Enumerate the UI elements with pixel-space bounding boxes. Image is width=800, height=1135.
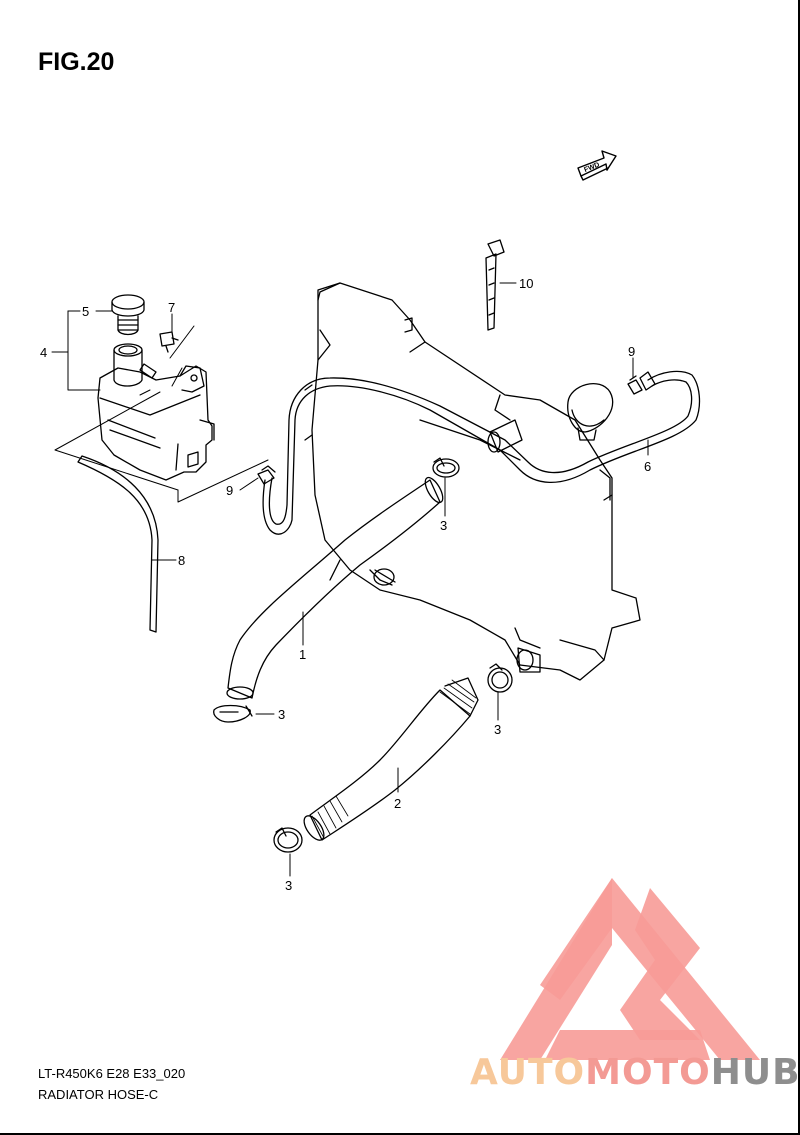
frame-border-right (798, 0, 800, 1135)
callout-3-bottom: 3 (285, 878, 292, 893)
fwd-arrow-icon: FWD (577, 150, 617, 181)
hose-clip-illustration (257, 465, 276, 485)
bolt-illustration (159, 331, 179, 353)
callout-2: 2 (394, 796, 401, 811)
overflow-hose-illustration (262, 370, 701, 535)
brand-hub: HUB (710, 1052, 800, 1093)
callout-10: 10 (519, 276, 533, 291)
callout-1: 1 (299, 647, 306, 662)
callout-6: 6 (644, 459, 651, 474)
figure-title: FIG.20 (38, 48, 115, 76)
footer-figure-name: RADIATOR HOSE-C (38, 1087, 159, 1102)
callout-8: 8 (178, 553, 185, 568)
reservoir-tank-illustration (97, 343, 215, 481)
upper-radiator-hose-illustration (226, 476, 444, 700)
automotohub-logo-icon (500, 878, 760, 1060)
callout-3-right: 3 (494, 722, 501, 737)
breather-hose-illustration (77, 455, 159, 633)
frame-border-bottom (0, 1133, 800, 1135)
leader-lines (54, 325, 269, 503)
hose-clamp-illustration-b (487, 663, 513, 693)
callout-5: 5 (82, 304, 89, 319)
callout-9-right: 9 (628, 344, 635, 359)
callout-3-left: 3 (278, 707, 285, 722)
callout-3-upper: 3 (440, 518, 447, 533)
hose-clamp-illustration-a (432, 457, 460, 478)
callout-7: 7 (168, 300, 175, 315)
brand-moto: MOTO (585, 1052, 711, 1093)
hose-clamp-illustration-c (213, 704, 253, 723)
callout-9-left: 9 (226, 483, 233, 498)
cable-tie-illustration (485, 239, 505, 331)
callout-4: 4 (40, 345, 47, 360)
hose-clamp-illustration-d (273, 827, 303, 853)
watermark-brand: AUTOMOTOHUB (470, 1052, 800, 1093)
radiator-illustration (304, 282, 641, 681)
footer-model-code: LT-R450K6 E28 E33_020 (38, 1066, 186, 1081)
brand-auto: AUTO (470, 1052, 586, 1093)
reservoir-cap-illustration (111, 294, 145, 336)
callout-leaders (51, 282, 649, 877)
lower-radiator-hose-illustration (303, 677, 479, 841)
